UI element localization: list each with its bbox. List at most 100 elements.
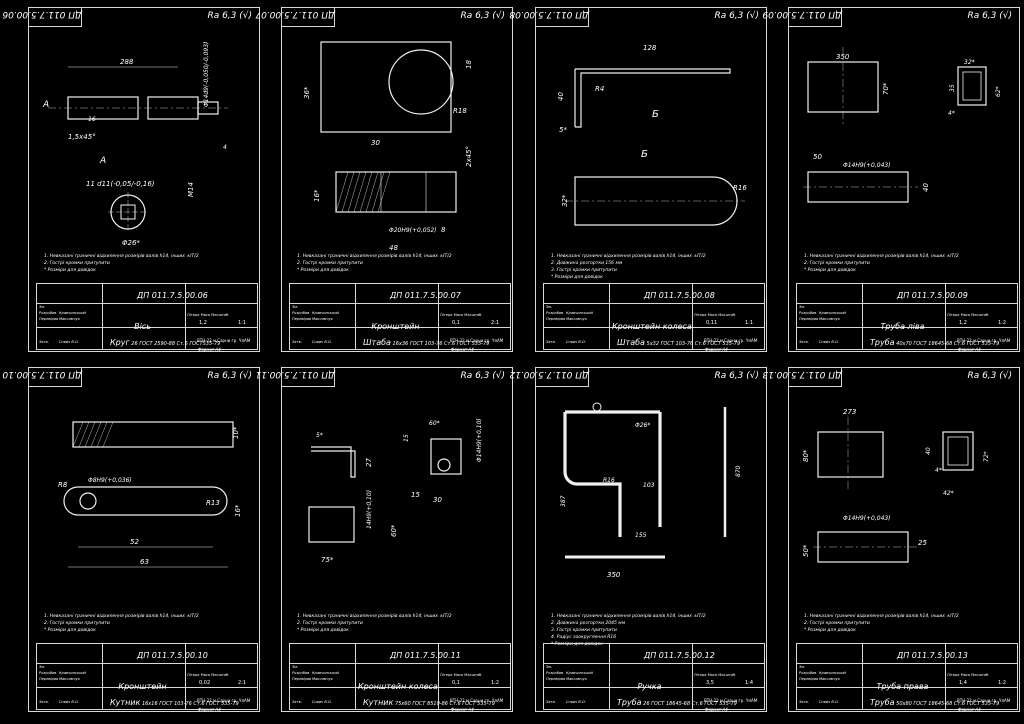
note-line: * Розміри для довідок — [297, 628, 349, 633]
dim-width: 30 — [371, 139, 380, 147]
drawing-line — [341, 171, 355, 213]
tb-check-name: Максимчук — [59, 317, 80, 321]
drawing-outline — [817, 431, 884, 478]
part-name: Труба ліва — [880, 322, 925, 331]
roughness-label: Ra 6,3 (√) — [460, 11, 505, 21]
dim-height: 27 — [365, 458, 373, 467]
dim-chamfer: 2x45° — [465, 146, 473, 167]
note-line: * Розміри для довідок — [297, 268, 349, 273]
drawing-path — [563, 410, 662, 537]
tb-approve-name: Сович В.О. — [59, 700, 80, 704]
dim-width: 30 — [433, 496, 442, 504]
tb-check-name: Максимчук — [819, 317, 840, 321]
tb-sheet-code: ДП 011.7.5.00.06 — [137, 291, 208, 300]
drawing-outline — [308, 506, 355, 543]
dim-width: 155 — [635, 532, 647, 539]
note-line: 2. Гострі кромки притупити — [44, 621, 110, 626]
organization: ВТН-22 м.Сарни гр. ЧлАМ — [450, 338, 504, 343]
drawing-line — [90, 421, 102, 448]
roughness-label: Ra 6,3 (√) — [967, 371, 1012, 381]
tb-check: Перевірив — [546, 677, 566, 681]
tb-heads: Літера Маса Масштаб — [187, 673, 229, 677]
dim-hole: Φ14H9(+0,10) — [476, 418, 483, 462]
dim-length: 52 — [130, 538, 139, 546]
note-line: 1. Невказані граничні відхилення розмірі… — [804, 614, 959, 619]
tb-heads: Літера Маса Масштаб — [947, 313, 989, 317]
tb-sheet-code: ДП 011.7.5.00.13 — [897, 651, 968, 660]
code-box — [28, 7, 82, 27]
title-block: Зм. Розробив Кравчинський Перевірив Макс… — [796, 643, 1018, 710]
code-box — [535, 367, 589, 387]
tb-dev-name: Кравчинський — [59, 311, 86, 315]
tb-dev-name: Кравчинський — [312, 311, 339, 315]
technical-notes: 1. Невказані граничні відхилення розмірі… — [551, 253, 706, 281]
dim-width: 16* — [313, 189, 321, 202]
note-line: 1. Невказані граничні відхилення розмірі… — [297, 254, 452, 259]
drawing-line — [335, 171, 349, 213]
dim-length: 350 — [836, 53, 850, 61]
tb-heads: Літера Маса Масштаб — [947, 673, 989, 677]
dim-offset: 50 — [813, 153, 822, 161]
drawing-sheet-2: ДП 011.7.5.00.07 Ra 6,3 (√) 1. Невказані… — [255, 7, 513, 352]
note-line: * Розміри для довідок — [804, 268, 856, 273]
dim-diameter: Φ26* — [122, 239, 140, 247]
technical-notes: 1. Невказані граничні відхилення розмірі… — [804, 253, 959, 274]
tb-approve-name: Сович В.О. — [566, 340, 587, 344]
part-scale: 2:1 — [491, 320, 500, 326]
dim-radius: R16 — [733, 184, 747, 192]
tb-approve: Затв. — [292, 700, 302, 704]
note-line: 1. Невказані граничні відхилення розмірі… — [297, 614, 452, 619]
tb-check-name: Максимчук — [59, 677, 80, 681]
tb-dev: Розробив — [39, 671, 57, 675]
dim-width: 16* — [234, 504, 242, 517]
drawing-circle — [437, 458, 451, 472]
drawing-line — [96, 421, 108, 448]
dim-height: 70* — [882, 82, 890, 95]
tb-approve: Затв. — [39, 340, 49, 344]
note-line: * Розміри для довідок — [44, 268, 96, 273]
drawing-sheet-1: ДП 011.7.5.00.06 Ra 6,3 (√) 1. Невказані… — [2, 7, 260, 352]
title-block: Зм. Розробив Кравчинський Перевірив Макс… — [289, 283, 511, 350]
tb-approve: Затв. — [799, 700, 809, 704]
part-name: Кронштейн — [371, 322, 420, 331]
note-line: * Розміри для довідок — [551, 642, 603, 647]
title-block: Зм. Розробив Кравчинський Перевірив Макс… — [543, 643, 765, 710]
dim-length: 75* — [321, 556, 334, 564]
tb-approve-name: Сович В.О. — [819, 700, 840, 704]
dim-length: 48 — [389, 244, 398, 252]
drawing-path — [574, 176, 738, 226]
dim-small: 8 — [441, 226, 446, 234]
drawing-sheet-6: ДП 011.7.5.00.11 Ra 6,3 (√) 1. Невказані… — [255, 367, 513, 712]
part-mass: 1,2 — [959, 320, 967, 326]
drawing-sheet-5: ДП 011.7.5.00.10 Ra 6,3 (√) 1. Невказані… — [2, 367, 260, 712]
part-mass: 3,5 — [706, 680, 714, 686]
section-label: Б — [652, 109, 659, 120]
tb-sheet-code: ДП 011.7.5.00.09 — [897, 291, 968, 300]
tb-dev: Розробив — [799, 311, 817, 315]
tb-rows: Зм. — [39, 305, 46, 309]
drawing-line — [377, 171, 391, 213]
format-label: Формат А4 — [451, 707, 474, 712]
note-line: 2. Довжина розгортки 2045 мм — [551, 621, 626, 626]
material: Труба 40x70 ГОСТ 18645-68 Ст.6 ГОСТ 535-… — [870, 338, 1000, 347]
tb-dev-name: Кравчинський — [566, 311, 593, 315]
tb-approve-name: Сович В.О. — [312, 340, 333, 344]
dim-thickness: 4* — [935, 467, 942, 474]
drawing-outline — [335, 171, 457, 213]
dim-hole: Φ14H9(+0,043) — [843, 162, 891, 169]
tb-check-name: Максимчук — [566, 677, 587, 681]
dim-height: 60* — [390, 524, 398, 537]
dim-length: 273 — [843, 408, 856, 416]
sheet-frame — [28, 367, 260, 712]
code-box — [788, 7, 842, 27]
dim-height: 62* — [995, 86, 1002, 97]
material: Штаба 16x36 ГОСТ 103-76 Ст.6 ГОСТ 535-79 — [363, 338, 490, 347]
section-label: A — [42, 100, 49, 110]
tb-sheet-code: ДП 011.7.5.00.11 — [390, 651, 461, 660]
format-label: Формат А4 — [198, 347, 221, 352]
roughness-label: Ra 6,3 (√) — [207, 371, 252, 381]
tb-rows: Зм. — [546, 665, 553, 669]
dim-square: 11 d11(-0,05/-0,16) — [86, 180, 155, 188]
part-mass: 0,1 — [452, 320, 460, 326]
